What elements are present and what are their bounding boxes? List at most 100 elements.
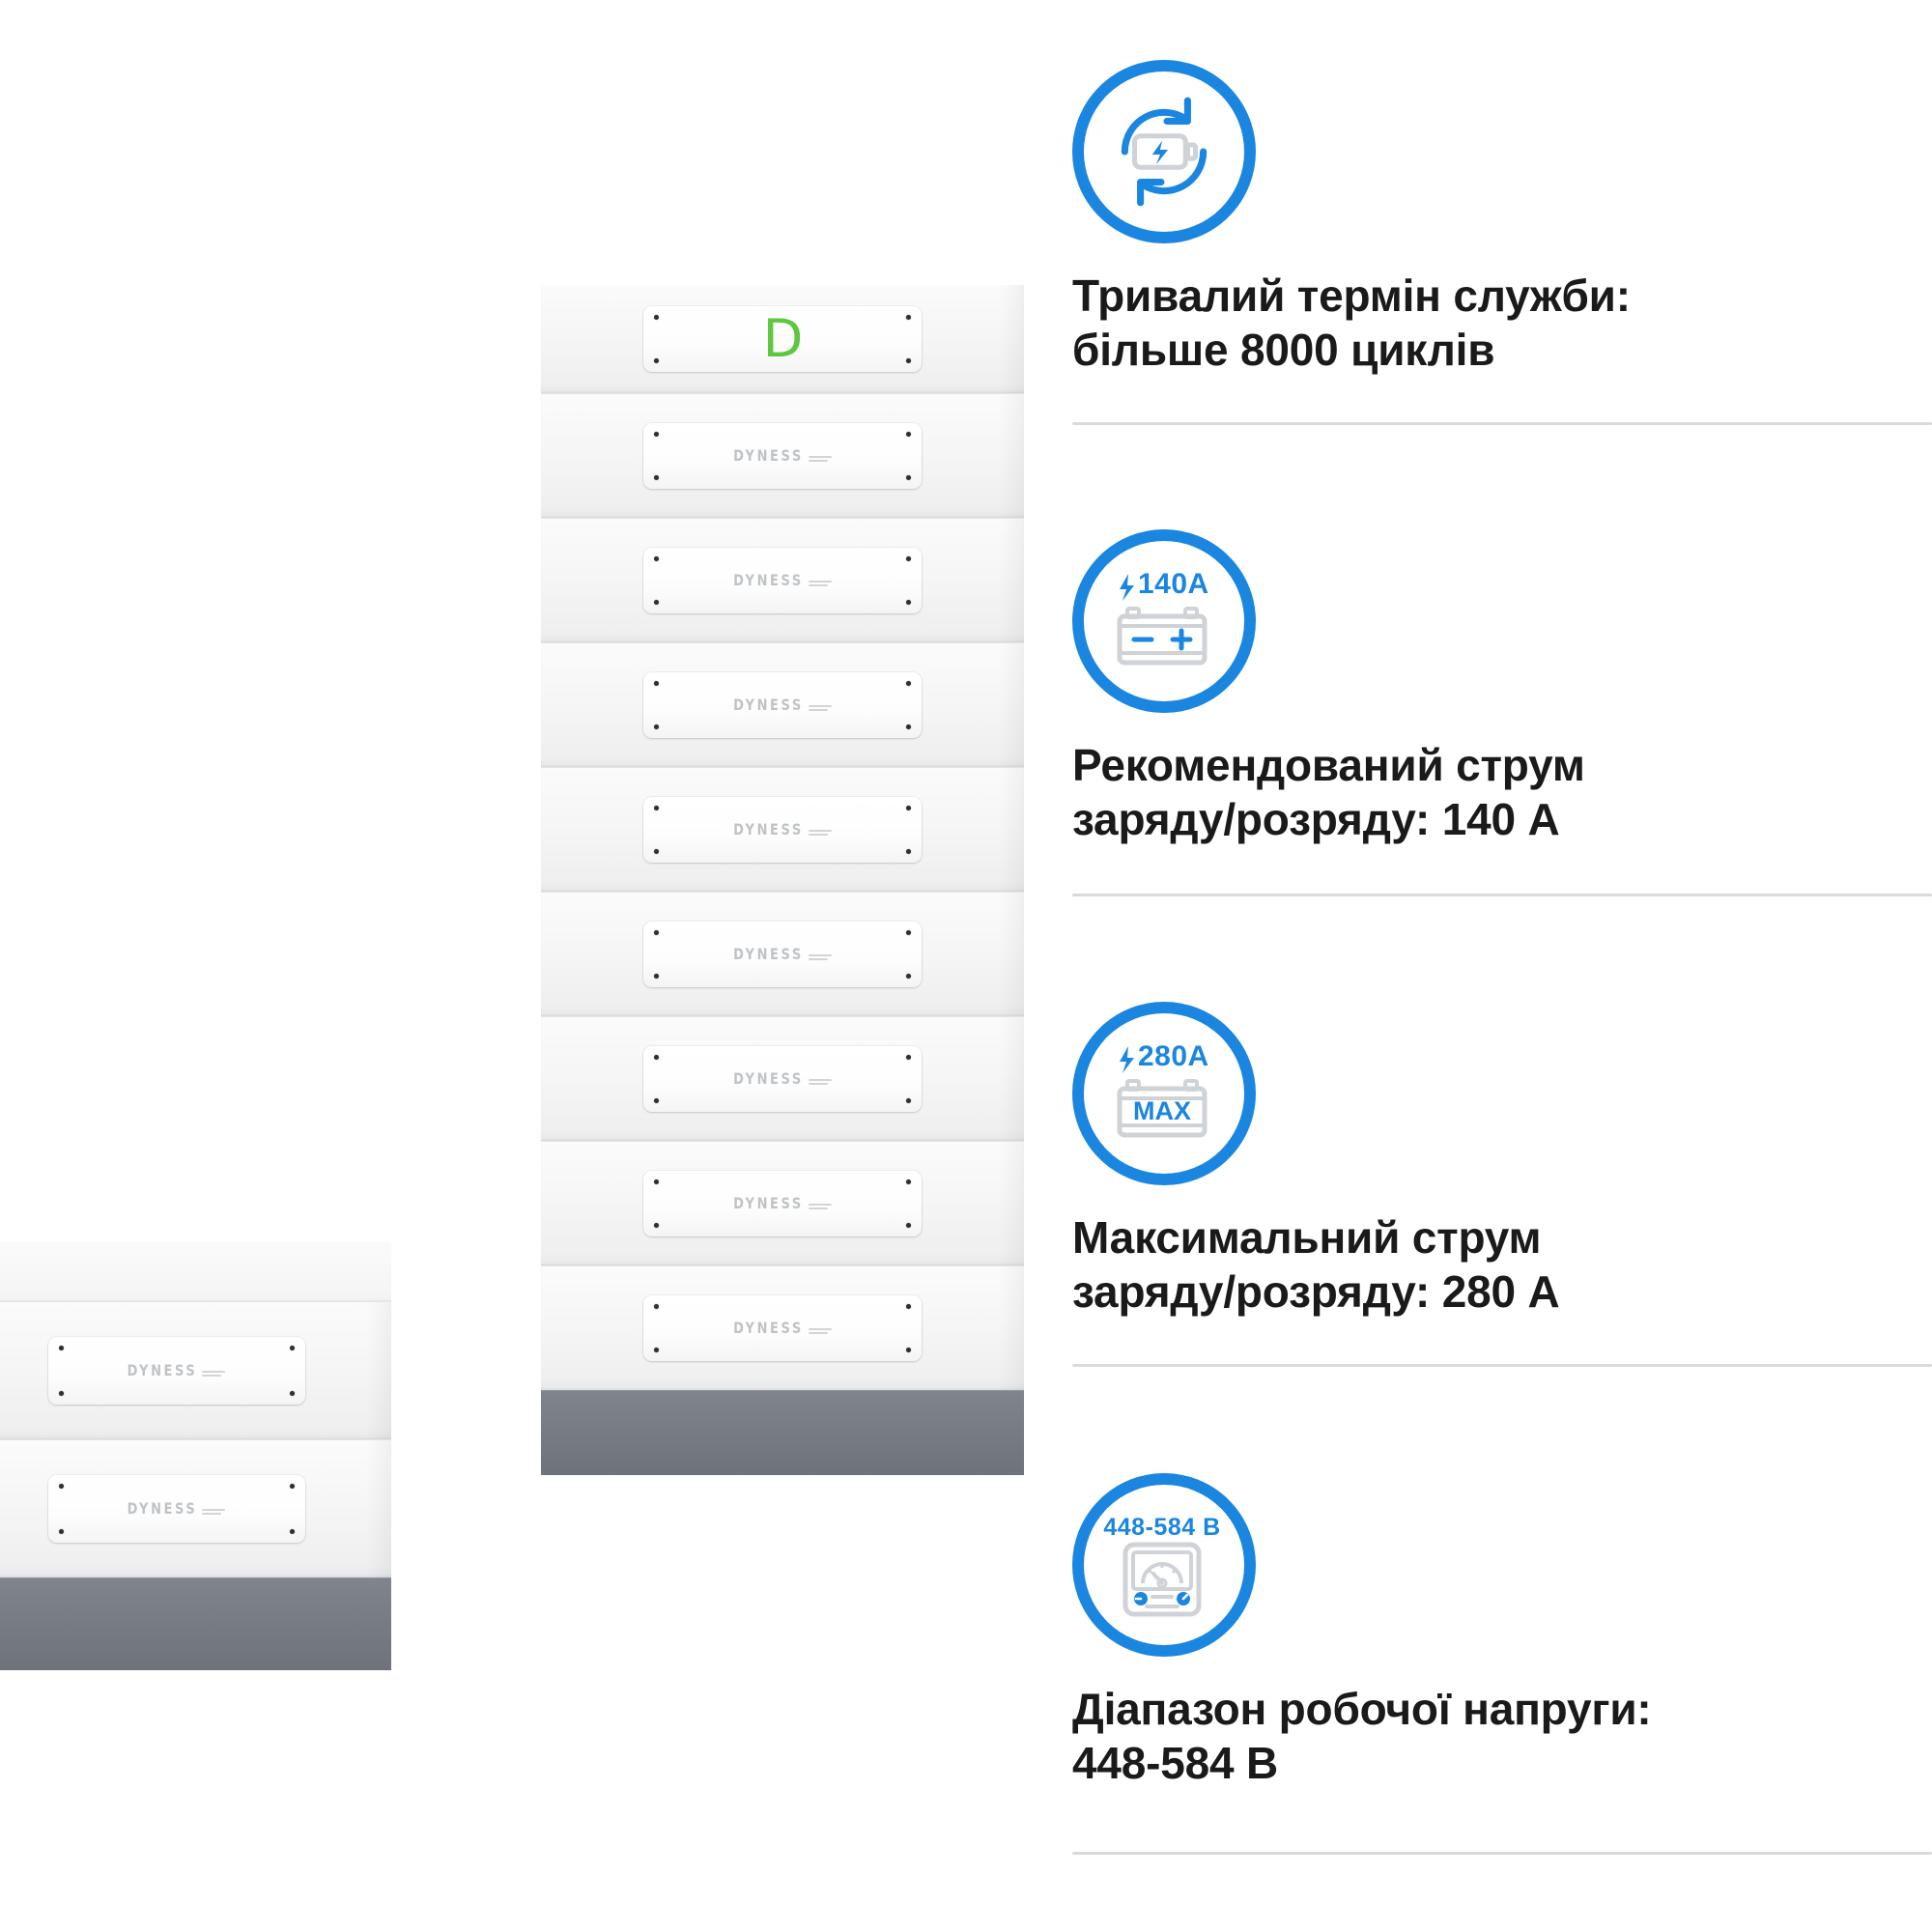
feature-divider <box>1072 422 1932 425</box>
screw-icon <box>906 930 911 935</box>
screw-icon <box>654 930 659 935</box>
feature-divider <box>1072 1852 1932 1855</box>
battery-current-icon: 140A <box>1072 529 1256 713</box>
short-battery-stack: DYNESS DYNESS <box>0 1241 391 1670</box>
screw-icon <box>58 1391 64 1396</box>
feature-divider <box>1072 1364 1932 1367</box>
module-plate: DYNESS <box>643 672 922 738</box>
battery-module: DYNESS <box>541 767 1024 892</box>
dyness-wordmark: DYNESS <box>128 1500 226 1518</box>
battery-module-top: D <box>541 285 1024 393</box>
wordmark-subtext <box>808 1203 832 1211</box>
screw-icon <box>906 475 911 480</box>
battery-module: DYNESS <box>541 518 1024 642</box>
battery-module: DYNESS <box>541 642 1024 767</box>
screw-icon <box>654 1348 659 1352</box>
battery-cycle-icon <box>1072 60 1256 243</box>
feature-text: Максимальний струм заряду/розряду: 280 А <box>1072 1212 1560 1318</box>
module-plate: DYNESS <box>643 922 922 987</box>
svg-text:280A: 280A <box>1138 1040 1209 1072</box>
screw-icon <box>58 1484 64 1489</box>
screw-icon <box>654 1055 659 1060</box>
dyness-wordmark: DYNESS <box>733 572 832 589</box>
battery-module: DYNESS <box>541 1016 1024 1141</box>
feature-item-voltage-range: 448-584 В Діапазон робочої напруги: 448-… <box>1072 1473 1932 1790</box>
screw-icon <box>654 315 659 320</box>
screw-icon <box>906 432 911 437</box>
feature-divider <box>1072 894 1932 896</box>
battery-module: DYNESS <box>541 892 1024 1016</box>
screw-icon <box>906 806 911 810</box>
screw-icon <box>654 1223 659 1228</box>
screw-icon <box>654 358 659 363</box>
stack-base-plinth <box>0 1577 391 1670</box>
svg-text:MAX: MAX <box>1133 1096 1191 1125</box>
wordmark-subtext <box>808 1327 832 1336</box>
module-plate: DYNESS <box>643 1171 922 1236</box>
screw-icon <box>654 681 659 686</box>
screw-icon <box>58 1346 64 1350</box>
screw-icon <box>906 1223 911 1228</box>
module-plate: DYNESS <box>643 548 922 613</box>
screw-icon <box>58 1529 64 1534</box>
screw-icon <box>289 1391 295 1396</box>
battery-module: DYNESS <box>541 1141 1024 1265</box>
dyness-wordmark: DYNESS <box>733 1070 832 1088</box>
screw-icon <box>906 849 911 854</box>
screw-icon <box>906 1179 911 1184</box>
dyness-d-logo: D <box>762 308 804 369</box>
screw-icon <box>906 315 911 320</box>
dyness-wordmark: DYNESS <box>733 1195 832 1212</box>
feature-list: Тривалий термін служби: більше 8000 цикл… <box>1072 0 1932 1932</box>
screw-icon <box>654 600 659 605</box>
screw-icon <box>654 432 659 437</box>
stack-base-plinth <box>541 1390 1024 1475</box>
screw-icon <box>906 556 911 561</box>
svg-text:448-584 В: 448-584 В <box>1103 1514 1220 1541</box>
wordmark-subtext <box>808 580 832 588</box>
screw-icon <box>906 681 911 686</box>
dyness-wordmark: DYNESS <box>733 1320 832 1337</box>
wordmark-subtext <box>202 1508 226 1517</box>
dyness-wordmark: DYNESS <box>733 946 832 963</box>
feature-text: Тривалий термін служби: більше 8000 цикл… <box>1072 270 1631 376</box>
screw-icon <box>654 849 659 854</box>
screw-icon <box>654 475 659 480</box>
wordmark-subtext <box>808 829 832 838</box>
screw-icon <box>906 358 911 363</box>
module-plate: D <box>643 306 922 372</box>
voltmeter-icon: 448-584 В <box>1072 1473 1256 1657</box>
screw-icon <box>906 1055 911 1060</box>
screw-icon <box>654 1098 659 1103</box>
module-plate: DYNESS <box>643 1046 922 1112</box>
screw-icon <box>906 974 911 979</box>
screw-icon <box>289 1346 295 1350</box>
screw-icon <box>906 1304 911 1309</box>
screw-icon <box>654 556 659 561</box>
screw-icon <box>906 1348 911 1352</box>
feature-text: Рекомендований струм заряду/розряду: 140… <box>1072 740 1585 845</box>
screw-icon <box>289 1484 295 1489</box>
module-plate: DYNESS <box>47 1337 305 1405</box>
tall-battery-stack: D DYNESS DYNESS <box>541 285 1024 1475</box>
product-image: DYNESS DYNESS <box>0 285 1024 1670</box>
feature-text: Діапазон робочої напруги: 448-584 В <box>1072 1684 1652 1789</box>
screw-icon <box>654 1304 659 1309</box>
screw-icon <box>906 600 911 605</box>
dyness-wordmark: DYNESS <box>733 696 832 714</box>
wordmark-subtext <box>808 1078 832 1087</box>
module-plate: DYNESS <box>47 1475 305 1543</box>
screw-icon <box>654 1179 659 1184</box>
feature-item-max-current: 280A MAX Максимальний струм заряду/розря… <box>1072 1002 1932 1319</box>
battery-module: DYNESS <box>0 1301 391 1439</box>
feature-item-cycle-life: Тривалий термін служби: більше 8000 цикл… <box>1072 60 1932 377</box>
module-plate: DYNESS <box>643 423 922 489</box>
screw-icon <box>654 974 659 979</box>
wordmark-subtext <box>808 953 832 962</box>
battery-module: DYNESS <box>541 1265 1024 1390</box>
battery-module: DYNESS <box>541 393 1024 518</box>
screw-icon <box>906 1098 911 1103</box>
stack-top-cap <box>0 1241 391 1301</box>
wordmark-subtext <box>808 704 832 713</box>
module-plate: DYNESS <box>643 797 922 863</box>
